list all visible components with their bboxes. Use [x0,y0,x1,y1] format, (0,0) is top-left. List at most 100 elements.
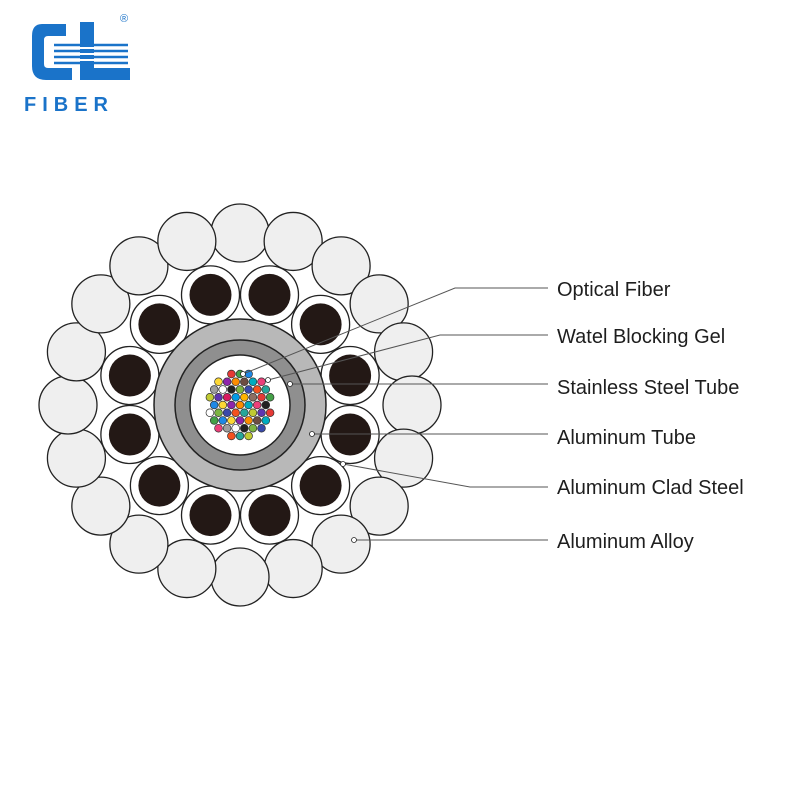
label-aluminum-tube: Aluminum Tube [557,427,696,449]
optical-fiber [257,393,266,402]
aluminum-alloy-wire [157,538,217,599]
aluminum-alloy-wire [210,203,270,263]
optical-fiber [231,393,240,402]
optical-fiber [252,400,262,410]
label-water-blocking-gel: Watel Blocking Gel [557,326,725,348]
aluminum-alloy-wire [71,274,131,334]
logo-mark-icon [32,22,130,80]
aluminum-alloy-wire [46,322,107,382]
aluminum-alloy-wire [311,514,371,574]
aluminum-clad-steel-core [138,303,181,346]
aluminum-alloy-wire-ring [38,203,442,607]
aluminum-alloy-wire [71,476,131,536]
aluminum-clad-steel-core [299,303,342,346]
aluminum-clad-steel-wire-ring [100,265,380,545]
optical-fiber [227,416,236,425]
optical-fiber [209,385,219,394]
optical-fiber [214,377,223,387]
aluminum-clad-steel-core [108,413,151,456]
aluminum-clad-steel-core [329,413,372,456]
label-stainless-steel-tube: Stainless Steel Tube [557,377,739,399]
leader-dot [240,371,246,377]
optical-fiber [222,423,232,433]
optical-fiber [205,393,215,402]
optical-fiber [231,408,240,417]
optical-fiber [248,393,258,402]
leader-dot [309,431,315,437]
optical-fiber [244,385,253,394]
leader-line [342,463,548,488]
optical-fiber [265,408,275,417]
component-labels: Optical Fiber Watel Blocking Gel Stainle… [557,279,744,553]
aluminum-clad-steel-core [248,273,291,316]
gl-fiber-logo: ® FIBER [24,13,130,116]
optical-fiber [205,408,215,417]
optical-fiber [240,423,249,433]
aluminum-alloy-wire [349,274,409,334]
aluminum-alloy-wire [38,375,98,435]
optical-fiber [240,393,249,402]
optical-fiber [222,393,232,402]
leader-line [267,334,548,381]
optical-fiber [222,377,232,387]
optical-fiber [214,408,223,417]
optical-fiber [244,400,253,410]
aluminum-clad-steel-core [108,354,151,397]
optical-fiber [231,377,240,387]
optical-fiber [257,377,266,387]
logo-wordmark: FIBER [24,94,114,116]
aluminum-alloy-wire [311,236,371,296]
aluminum-alloy-wire [263,538,323,599]
leader-dot [340,461,346,467]
label-optical-fiber: Optical Fiber [557,279,671,301]
optical-fiber [244,431,253,441]
optical-fiber [218,416,228,425]
aluminum-alloy-wire [373,322,434,382]
optical-fiber [261,400,271,410]
optical-fiber [235,400,245,410]
aluminum-clad-steel-core [189,273,232,316]
optical-fiber [244,416,253,425]
aluminum-alloy-wire [349,476,409,536]
label-aluminum-alloy: Aluminum Alloy [557,531,694,553]
optical-fiber [252,385,262,394]
optical-fiber [261,416,271,425]
optical-fiber [252,416,262,425]
optical-fiber [248,423,258,433]
optical-fiber [257,423,266,433]
optical-fiber [227,385,236,394]
optical-fiber [248,408,258,417]
logo-registered-mark: ® [120,13,128,25]
optical-fiber [235,385,245,394]
optical-fiber [235,431,245,441]
leader-lines [240,287,548,543]
optical-fiber [227,431,236,441]
optical-fiber [222,408,232,417]
optical-fiber [218,385,228,394]
optical-fiber-bundle [205,369,275,441]
aluminum-clad-steel-core [299,464,342,507]
label-aluminum-clad-steel: Aluminum Clad Steel [557,477,744,499]
optical-fiber [257,408,266,417]
optical-fiber [265,393,275,402]
aluminum-alloy-wire [210,547,270,607]
aluminum-clad-steel-core [189,494,232,537]
aluminum-alloy-wire [157,211,217,272]
optical-fiber [214,393,223,402]
optical-fiber [209,400,219,410]
optical-fiber [248,377,258,387]
optical-fiber [218,400,228,410]
optical-fiber [240,408,249,417]
aluminum-alloy-wire [109,514,169,574]
optical-fiber [227,400,236,410]
aluminum-clad-steel-core [138,464,181,507]
leader-line [242,287,548,375]
aluminum-clad-steel-core [329,354,372,397]
leader-dot [351,537,357,543]
aluminum-alloy-wire [382,375,442,435]
optical-fiber [227,369,236,379]
leader-dot [287,381,293,387]
leader-dot [265,377,271,383]
optical-fiber [231,423,240,433]
